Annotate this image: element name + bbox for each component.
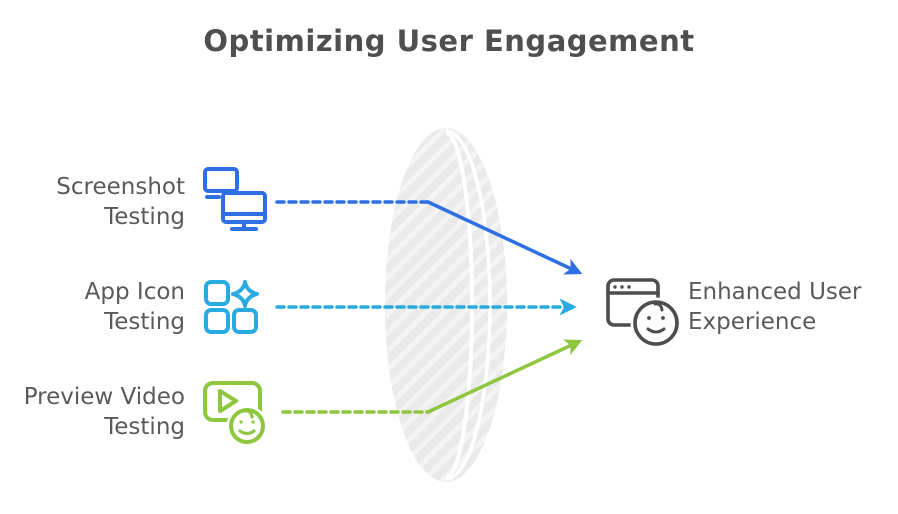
label-enhanced-user-experience: Enhanced User Experience — [688, 279, 862, 335]
video-player-smiley-icon — [203, 381, 268, 447]
label-screenshot-testing: Screenshot Testing — [56, 174, 185, 230]
connector-preview-video — [281, 339, 583, 414]
app-grid-sparkle-icon — [204, 280, 259, 334]
label-app-icon-testing: App Icon Testing — [84, 279, 185, 335]
funnel-lens — [385, 128, 507, 482]
browser-smiley-icon — [606, 278, 682, 349]
diagram-title: Optimizing User Engagement — [203, 24, 695, 58]
dual-monitors-icon — [203, 167, 267, 231]
label-preview-video-testing: Preview Video Testing — [23, 384, 185, 440]
connector-screenshot — [275, 200, 583, 275]
